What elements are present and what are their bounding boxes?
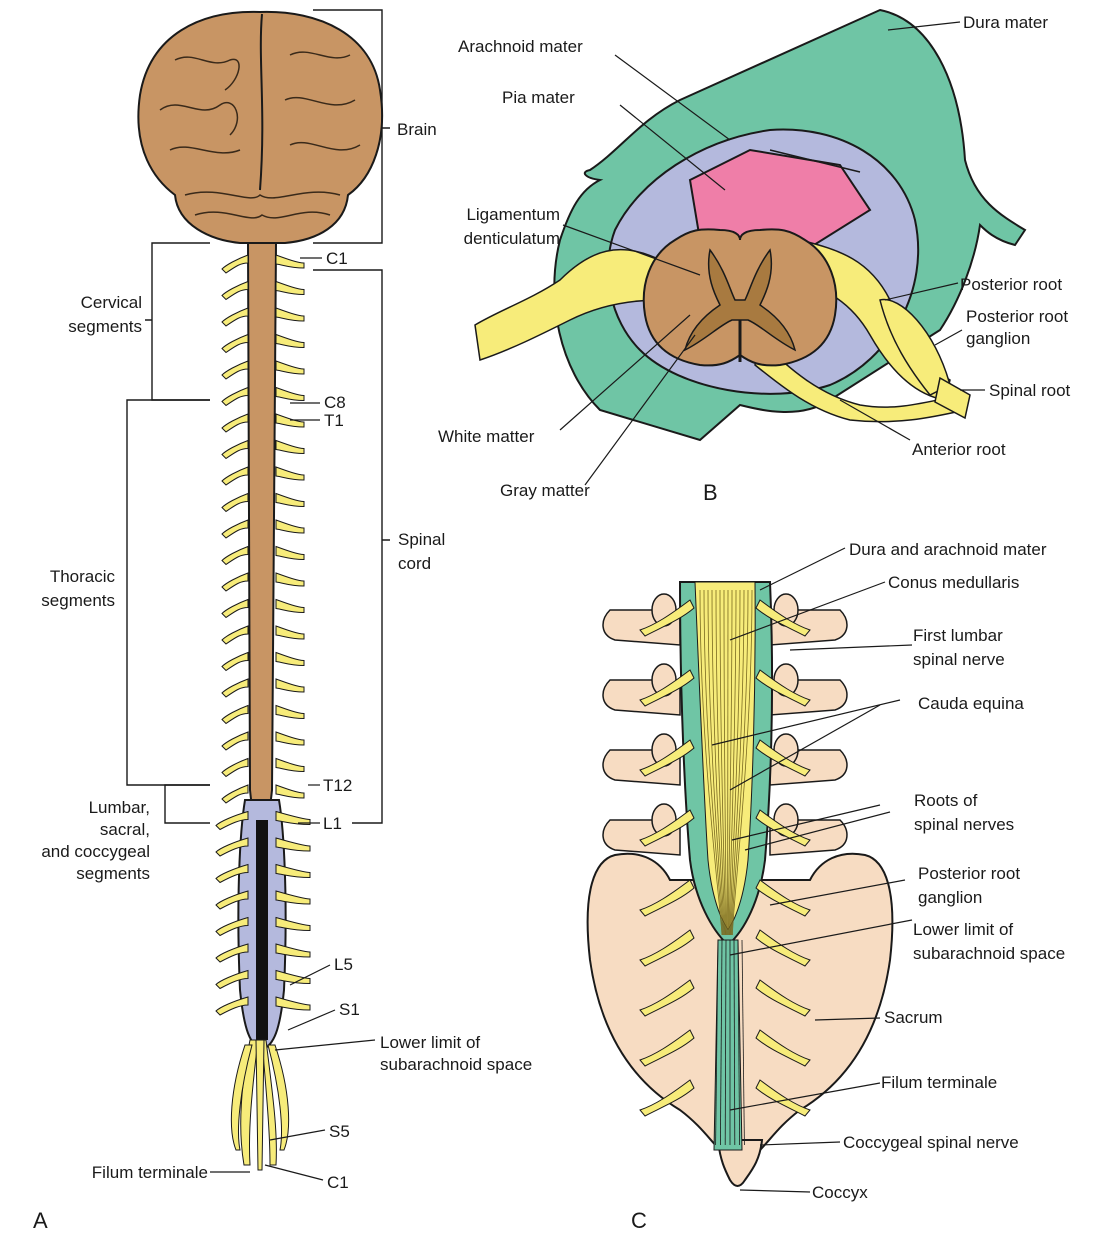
spinal-nerve-right [276,388,304,401]
spinal-nerve-right [276,494,304,507]
spinal-nerve-right [276,573,304,586]
level-s1: S1 [339,1000,360,1019]
spinal-nerve-left [222,282,248,300]
conus-dark [256,820,268,1040]
spinal-nerve-right [276,255,304,268]
spinal-nerve-right [276,759,304,772]
panel-a-letter: A [33,1208,48,1233]
posterior-root-label: Posterior root [960,275,1062,294]
level-l1: L1 [323,814,342,833]
spinal-nerve-left [222,414,248,432]
gray-matter-label: Gray matter [500,481,590,500]
spinal-nerve-left [222,335,248,353]
filum-c [714,940,742,1150]
spinal-nerve-right [276,361,304,374]
spinal-nerve-right [276,679,304,692]
panel-c-letter: C [631,1208,647,1233]
white-matter-label: White matter [438,427,535,446]
thoracic-bracket [127,400,210,785]
level-t12: T12 [323,776,352,795]
panel-c: Dura and arachnoid mater Conus medullari… [588,540,1066,1233]
spinal-nerve-right [276,653,304,666]
spinal-nerve-right [276,600,304,613]
spinal-cord [248,243,276,830]
spinal-nerve-right [276,308,304,321]
panel-b-letter: B [703,480,718,505]
spinal-nerve-left [222,547,248,565]
pia-label-b: Pia mater [502,88,575,107]
spinal-nerve-left [222,520,248,538]
spinal-nerve-left [222,494,248,512]
sacrum-label: Sacrum [884,1008,943,1027]
conus-label: Conus medullaris [888,573,1019,592]
spinal-nerve-right [276,441,304,454]
panel-b: Dura mater Arachnoid mater Pia mater Lig… [438,10,1071,505]
level-c1-bottom: C1 [327,1173,349,1192]
spinal-nerve-right [276,467,304,480]
spinal-cord-label: Spinalcord [398,530,445,573]
arachnoid-label-b: Arachnoid mater [458,37,583,56]
spinal-nerve-left [222,600,248,618]
level-c8: C8 [324,393,346,412]
filum-label-c: Filum terminale [881,1073,997,1092]
spinal-nerve-left [222,706,248,724]
spinal-root-label: Spinal root [989,381,1071,400]
first-lumbar-label: First lumbarspinal nerve [913,626,1005,669]
anterior-root-label: Anterior root [912,440,1006,459]
coccyx-label: Coccyx [812,1183,868,1202]
level-t1: T1 [324,411,344,430]
filum-label-a: Filum terminale [92,1163,208,1182]
coccygeal-nerve-label: Coccygeal spinal nerve [843,1133,1019,1152]
spinal-nerve-left [222,732,248,750]
spinal-nerve-right [276,706,304,719]
spinal-nerve-left [222,626,248,644]
spinal-nerve-right [276,785,304,798]
spinal-nerve-right [276,520,304,533]
cervical-bracket [145,243,210,400]
dura-arachnoid-label: Dura and arachnoid mater [849,540,1047,559]
spinal-nerve-right [276,626,304,639]
spinal-nerve-left [222,388,248,406]
dura-label-b: Dura mater [963,13,1048,32]
spinal-nerve-left [222,679,248,697]
spinal-nerve-right [276,282,304,295]
spinal-nerve-left [222,255,248,273]
spinal-nerve-left [222,441,248,459]
cauda-label: Cauda equina [918,694,1024,713]
level-s5: S5 [329,1122,350,1141]
brain-label: Brain [397,120,437,139]
cauda-a [231,1040,288,1170]
cord-bracket [313,270,390,823]
level-l5: L5 [334,955,353,974]
spinal-nerve-right [276,547,304,560]
lumbar-bracket [165,785,210,823]
spinal-nerve-right [276,335,304,348]
ligamentum-label: Ligamentumdenticulatum [464,205,560,248]
spinal-nerve-left [222,573,248,591]
spinal-nerve-right [276,732,304,745]
spinal-nerve-left [222,467,248,485]
spinal-nerve-left [222,308,248,326]
roots-label: Roots ofspinal nerves [914,791,1014,834]
level-c1-top: C1 [326,249,348,268]
spinal-nerve-left [222,361,248,379]
spinal-nerve-left [222,653,248,671]
spinal-nerve-left [222,759,248,777]
lower-limit-label-c: Lower limit ofsubarachnoid space [913,920,1065,963]
